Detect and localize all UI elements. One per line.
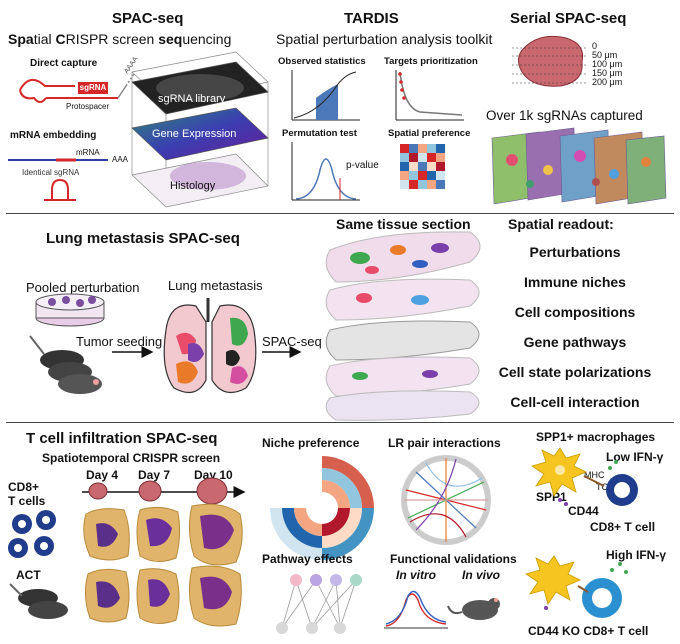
layer-histology: Histology	[170, 180, 216, 192]
day-10-label: Day 10	[194, 468, 233, 482]
readout-cell-compositions: Cell compositions	[514, 304, 636, 320]
depth-150: 150 μm	[592, 68, 623, 78]
in-vivo-label: In vivo	[462, 568, 501, 582]
layer-sgrna-library: sgRNA library	[158, 93, 226, 105]
cd8-t-cells-label: CD8+ T cells	[8, 480, 46, 508]
spp1-macrophages-label: SPP1+ macrophages	[536, 430, 656, 444]
layer-gene-expression: Gene Expression	[152, 128, 237, 140]
depth-50: 50 μm	[592, 50, 618, 60]
day-7-label: Day 7	[138, 468, 171, 482]
cd8-t-cell-label: CD8+ T cell	[590, 520, 656, 534]
spac-seq-arrow-label: SPAC-seq	[262, 334, 322, 349]
permutation-test-label: Permutation test	[282, 128, 357, 139]
readout-immune-niches: Immune niches	[524, 274, 626, 290]
depth-200: 200 μm	[592, 77, 623, 87]
high-ifn-label: High IFN-γ	[606, 548, 666, 562]
spp1-label: SPP1	[536, 490, 567, 504]
mrna-label: mRNA	[76, 148, 100, 157]
tcr-label: TCR	[596, 482, 615, 492]
targets-prioritization-label: Targets prioritization	[384, 56, 478, 67]
lr-pair-label: LR pair interactions	[388, 436, 501, 450]
low-ifn-label: Low IFN-γ	[606, 450, 664, 464]
tardis-subtitle: Spatial perturbation analysis toolkit	[276, 31, 493, 47]
day-4-label: Day 4	[86, 468, 119, 482]
cd44-ko-label: CD44 KO CD8+ T cell	[528, 624, 649, 638]
divider-bottom	[6, 422, 674, 423]
act-label: ACT	[16, 568, 41, 582]
in-vitro-label: In vitro	[396, 568, 437, 582]
niche-preference-label: Niche preference	[262, 436, 360, 450]
depth-0: 0	[592, 41, 598, 51]
divider-top	[6, 213, 674, 214]
tardis-title: TARDIS	[344, 10, 399, 27]
p-value-label: p-value	[346, 160, 379, 171]
tumor-seeding-label: Tumor seeding	[76, 334, 163, 349]
observed-statistics-label: Observed statistics	[278, 56, 366, 67]
readout-perturbations: Perturbations	[529, 244, 621, 260]
spac-seq-title: SPAC-seq	[112, 10, 184, 27]
spatial-preference-label: Spatial preference	[388, 128, 471, 139]
spatial-readout-title: Spatial readout:	[508, 216, 614, 232]
aaaa-label: AAAA	[123, 55, 140, 76]
identical-sgrna-label: Identical sgRNA	[22, 168, 80, 177]
pathway-effects-label: Pathway effects	[262, 552, 353, 566]
aaa-label: AAA	[112, 155, 129, 164]
protospacer-label: Protospacer	[66, 102, 110, 111]
sgrna-box: sgRNA	[78, 82, 108, 94]
direct-capture-label: Direct capture	[30, 58, 98, 69]
same-tissue-section-label: Same tissue section	[336, 216, 471, 232]
tcell-infiltration-title: T cell infiltration SPAC-seq	[26, 430, 218, 447]
readout-gene-pathways: Gene pathways	[523, 334, 627, 350]
cd44-label: CD44	[568, 504, 599, 518]
serial-spac-seq-title: Serial SPAC-seq	[510, 10, 627, 27]
readout-cell-cell-interaction: Cell-cell interaction	[510, 394, 640, 410]
depth-100: 100 μm	[592, 59, 623, 69]
over-1k-label: Over 1k sgRNAs captured	[486, 108, 643, 123]
spatiotemporal-label: Spatiotemporal CRISPR screen	[42, 451, 221, 465]
readout-cell-state-polarizations: Cell state polarizations	[498, 364, 652, 380]
mhc-label: MHC	[584, 470, 605, 480]
spac-seq-subtitle: Spatial CRISPR screen sequencing	[8, 31, 232, 47]
mrna-embedding-label: mRNA embedding	[10, 130, 97, 141]
functional-validations-label: Functional validations	[390, 552, 517, 566]
lung-metastasis-title: Lung metastasis SPAC-seq	[46, 230, 240, 247]
pooled-perturbation-label: Pooled perturbation	[26, 280, 140, 295]
lung-metastasis-label: Lung metastasis	[168, 278, 263, 293]
